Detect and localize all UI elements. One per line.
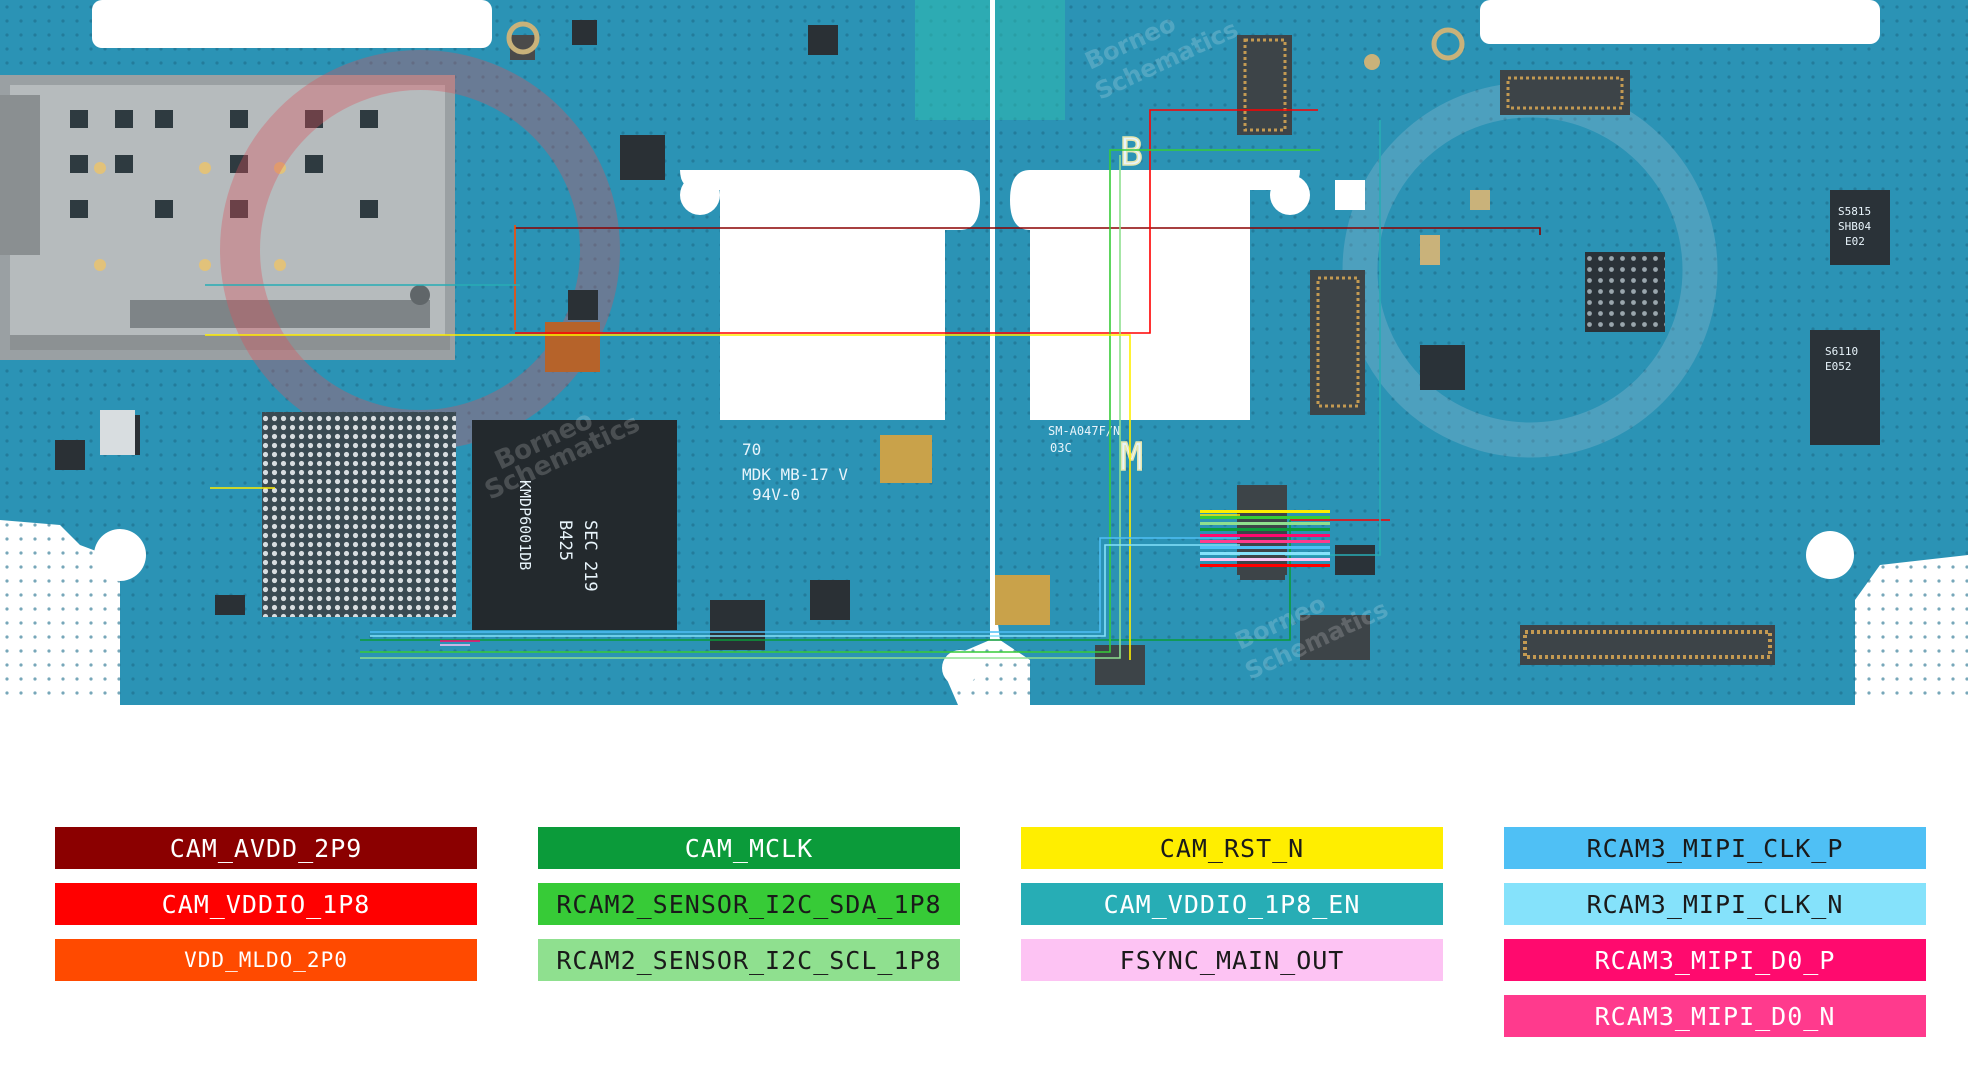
connector-pin-rcam2-sensor-i2c-scl-1p8 [1200, 522, 1330, 525]
right-board-half [995, 0, 1968, 705]
chip-marking-2: B425 [555, 520, 575, 561]
connector-pin-rcam2-sensor-i2c-sda-1p8 [1200, 516, 1330, 519]
legend-item-rcam3-mipi-d0-p: RCAM3_MIPI_D0_P [1504, 939, 1926, 981]
signal-traces [205, 109, 1541, 660]
connector-pin-rcam3-mipi-d0-n [1200, 540, 1330, 543]
silk-code-70: 70 [742, 440, 761, 459]
legend-item-rcam2-i2c-sda: RCAM2_SENSOR_I2C_SDA_1P8 [538, 883, 960, 925]
silk-ul: 94V-0 [752, 485, 800, 504]
memory-chip: SEC 219 B425 KMDP6001DB [472, 420, 677, 630]
trace-rcam2-sensor-i2c-sda-1p8 [360, 149, 1320, 653]
trace-rcam3-mipi-clk-p [370, 537, 1240, 633]
legend-item-cam-mclk: CAM_MCLK [538, 827, 960, 869]
legend-item-vdd-mldo-2p0: VDD_MLDO_2P0 [55, 939, 477, 981]
legend-item-cam-avdd-2p9: CAM_AVDD_2P9 [55, 827, 477, 869]
left-silkscreen: 70 MDK MB-17 V 94V-0 [742, 435, 932, 504]
pcb-board-diagram: SEC 219 B425 KMDP6001DB 70 MDK MB-17 V 9… [0, 0, 1968, 705]
signal-legend: CAM_AVDD_2P9 CAM_VDDIO_1P8 VDD_MLDO_2P0 … [0, 800, 1968, 1060]
sim-card-tray [0, 75, 455, 360]
chip-marking-3: KMDP6001DB [516, 480, 534, 570]
silk-mdk: MDK MB-17 V [742, 465, 848, 484]
pmic-line-2: SHB04 [1838, 220, 1871, 233]
connector-pin-rcam3-mipi-clk-n [1200, 552, 1330, 555]
silk-rev: 03C [1050, 441, 1072, 455]
pmic-line-1: S5815 [1838, 205, 1871, 218]
silk-bracket-b: B [1120, 130, 1143, 174]
connector-pin-cam-mclk [1200, 528, 1330, 531]
legend-item-rcam3-mipi-d0-n: RCAM3_MIPI_D0_N [1504, 995, 1926, 1037]
chip-marking-1: SEC 219 [580, 520, 600, 592]
legend-item-fsync-main-out: FSYNC_MAIN_OUT [1021, 939, 1443, 981]
right-silkscreen: SM-A047F/N 03C B M S5815 SHB04 E02 S6110… [1048, 129, 1871, 480]
connector-pin-fsync-main-out [1200, 558, 1330, 561]
qr-code-left [880, 435, 932, 483]
connector-pin-rcam3-mipi-clk-p [1200, 546, 1330, 549]
legend-item-rcam2-i2c-scl: RCAM2_SENSOR_I2C_SCL_1P8 [538, 939, 960, 981]
legend-item-rcam3-mipi-clk-p: RCAM3_MIPI_CLK_P [1504, 827, 1926, 869]
trace-cam-avdd-2p9 [515, 227, 1541, 235]
ic2-line-1: S6110 [1825, 345, 1858, 358]
trace-rcam2-sensor-i2c-scl-1p8 [360, 155, 1121, 659]
connector-pin-cam-rst-n [1200, 510, 1330, 513]
pmic-line-3: E02 [1845, 235, 1865, 248]
connector-pin-cam-vddio-1p8 [1200, 564, 1330, 567]
trace-cam-rst-n [205, 334, 1131, 660]
trace-cam-vddio-1p8 [515, 109, 1318, 334]
silk-bracket-m: M [1120, 435, 1143, 479]
soc-bga-chip [262, 412, 456, 617]
ic2-line-2: E052 [1825, 360, 1852, 373]
legend-item-cam-vddio-1p8: CAM_VDDIO_1P8 [55, 883, 477, 925]
legend-item-cam-rst-n: CAM_RST_N [1021, 827, 1443, 869]
legend-item-rcam3-mipi-clk-n: RCAM3_MIPI_CLK_N [1504, 883, 1926, 925]
inductor [545, 322, 600, 372]
legend-item-cam-vddio-1p8-en: CAM_VDDIO_1P8_EN [1021, 883, 1443, 925]
connector-pin-rcam3-mipi-d0-p [1200, 534, 1330, 537]
silk-model: SM-A047F/N [1048, 424, 1120, 438]
right-components [995, 35, 1890, 685]
trace-rcam3-mipi-clk-n [370, 544, 1240, 637]
